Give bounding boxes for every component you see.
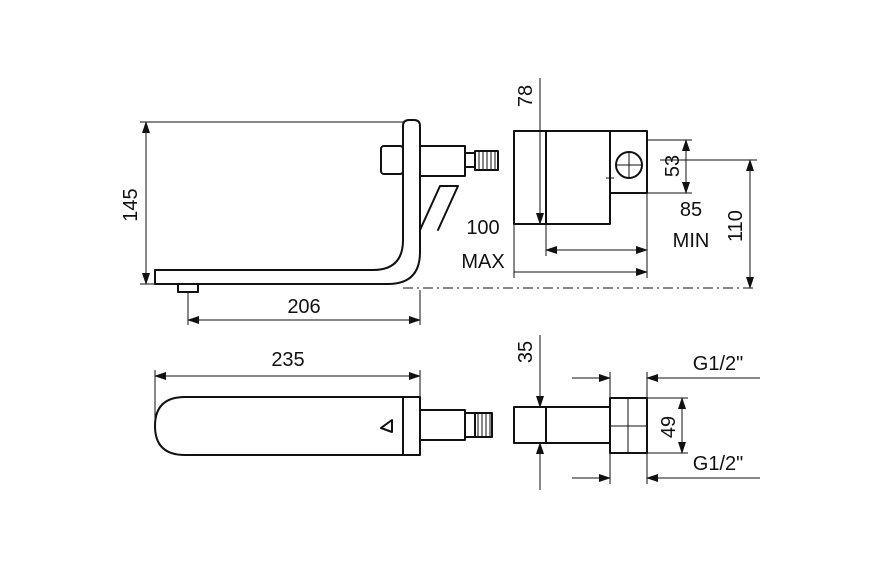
dimension-35: 35 (515, 335, 544, 490)
dimension-206: 206 (187, 290, 421, 325)
dimension-100-label: 100 (466, 217, 499, 239)
thread-bottom: G1/2" (646, 453, 760, 484)
dimension-max-label: MAX (461, 251, 504, 273)
valve-body-top-view (513, 397, 648, 454)
dimension-49-label: 49 (658, 416, 680, 438)
thread-top-label: G1/2" (693, 353, 743, 375)
dimension-53: 53 (647, 139, 692, 194)
dimension-85-label: 85 (680, 199, 702, 221)
dimension-85-min: 85 MIN (545, 193, 710, 278)
dimension-valve-width (572, 372, 611, 484)
thread-top: G1/2" (646, 353, 760, 398)
dimension-145: 145 (120, 121, 403, 285)
dimension-min-label: MIN (673, 230, 710, 252)
dimension-110-label: 110 (725, 210, 747, 242)
dimension-35-label: 35 (515, 341, 537, 363)
dimension-100-max: 100 MAX (461, 217, 648, 278)
spout-side-view (154, 119, 499, 293)
thread-bottom-label: G1/2" (693, 453, 743, 475)
dimension-78-label: 78 (515, 85, 537, 107)
dimension-110: 110 (660, 159, 757, 289)
dimension-235: 235 (154, 349, 421, 426)
dimension-49: 49 (647, 397, 688, 454)
dimension-53-label: 53 (662, 155, 684, 177)
dimension-206-label: 206 (287, 296, 320, 318)
spout-top-view (154, 396, 493, 456)
dimension-145-label: 145 (120, 188, 142, 221)
valve-body-side-view (513, 130, 648, 225)
dimension-235-label: 235 (271, 349, 304, 371)
dimension-78: 78 (515, 78, 544, 225)
